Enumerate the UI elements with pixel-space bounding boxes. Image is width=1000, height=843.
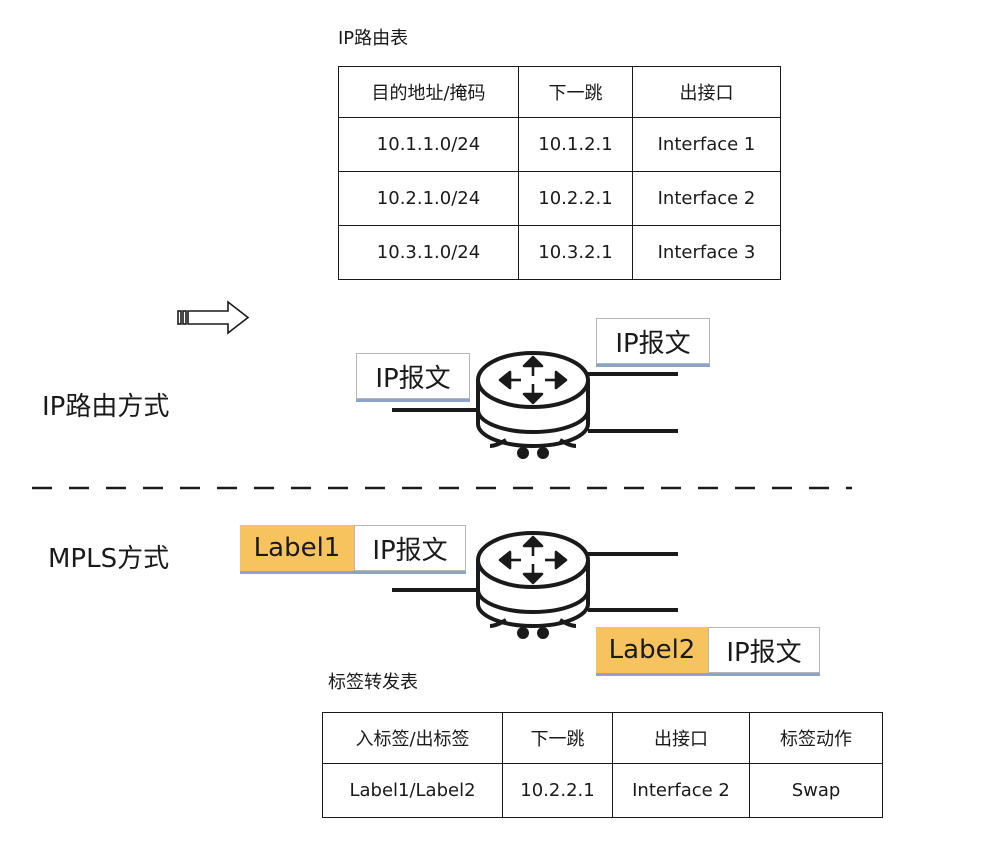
table-cell: 10.1.1.0/24	[338, 117, 519, 172]
table-header-cell: 出接口	[612, 712, 750, 764]
router-icon	[392, 351, 678, 459]
ip-routing-table: 目的地址/掩码 下一跳 出接口 10.1.1.0/24 10.1.2.1 Int…	[338, 66, 781, 280]
ip-packet-out: IP报文	[596, 318, 710, 364]
router-icon	[392, 531, 678, 639]
ip-packet-in: IP报文	[356, 353, 470, 399]
table-row: 10.3.1.0/24 10.3.2.1 Interface 3	[338, 225, 781, 280]
table-header-cell: 下一跳	[502, 712, 613, 764]
table-header-cell: 目的地址/掩码	[338, 66, 519, 118]
table-cell: Interface 2	[612, 763, 750, 818]
table-cell: Label1/Label2	[322, 763, 503, 818]
mpls-packet-out: Label2 IP报文	[596, 627, 820, 673]
table-header-row: 入标签/出标签 下一跳 出接口 标签动作	[322, 712, 883, 764]
table-header-cell: 下一跳	[518, 66, 633, 118]
table-cell: Interface 3	[632, 225, 781, 280]
table-row: Label1/Label2 10.2.2.1 Interface 2 Swap	[322, 763, 883, 818]
table-cell: 10.1.2.1	[518, 117, 633, 172]
table-cell: 10.2.2.1	[518, 171, 633, 226]
table-header-cell: 入标签/出标签	[322, 712, 503, 764]
ip-mode-label: IP路由方式	[42, 392, 170, 422]
table-header-cell: 出接口	[632, 66, 781, 118]
ip-packet-text: IP报文	[354, 525, 466, 571]
ip-packet-text: IP报文	[596, 318, 710, 364]
mpls-label: Label2	[596, 627, 708, 673]
mpls-mode-label: MPLS方式	[48, 544, 170, 574]
table-cell: 10.2.1.0/24	[338, 171, 519, 226]
mpls-packet-in: Label1 IP报文	[240, 525, 466, 571]
table-header-row: 目的地址/掩码 下一跳 出接口	[338, 66, 781, 118]
table-cell: Interface 1	[632, 117, 781, 172]
mpls-label: Label1	[240, 525, 354, 571]
label-forwarding-table-caption: 标签转发表	[328, 672, 418, 693]
arrow-right-icon	[177, 300, 250, 335]
ip-packet-text: IP报文	[708, 627, 820, 673]
table-row: 10.1.1.0/24 10.1.2.1 Interface 1	[338, 117, 781, 172]
ip-packet-text: IP报文	[356, 353, 470, 399]
table-cell: 10.3.1.0/24	[338, 225, 519, 280]
label-forwarding-table: 入标签/出标签 下一跳 出接口 标签动作 Label1/Label2 10.2.…	[322, 712, 883, 818]
table-header-cell: 标签动作	[749, 712, 883, 764]
table-cell: 10.3.2.1	[518, 225, 633, 280]
table-cell: Swap	[749, 763, 883, 818]
table-cell: 10.2.2.1	[502, 763, 613, 818]
ip-routing-table-caption: IP路由表	[338, 28, 409, 49]
